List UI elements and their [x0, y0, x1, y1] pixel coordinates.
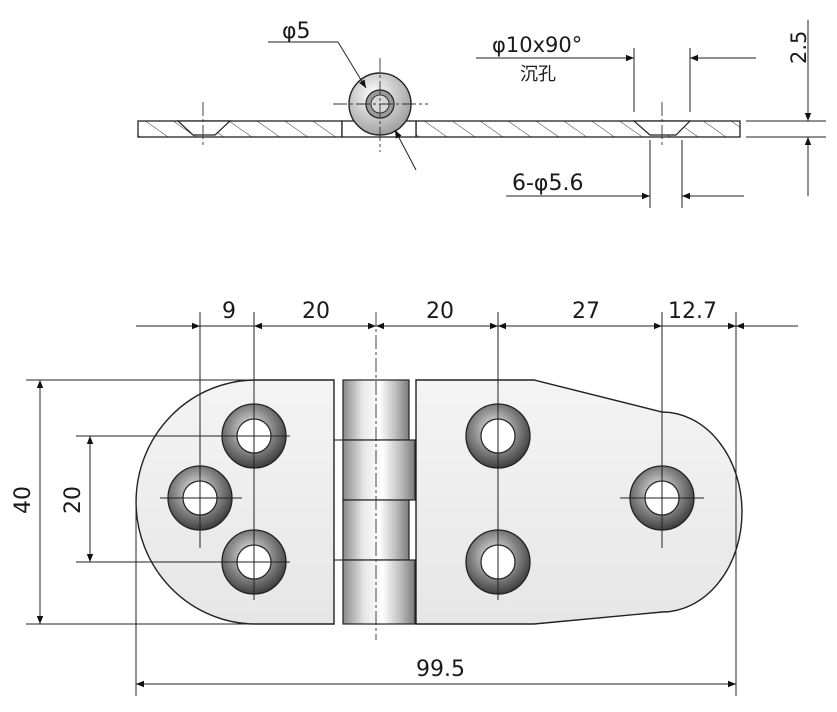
top-view: 9 20 20 27 12.7 40 20 99.5: [11, 299, 798, 696]
pin-leader-diagonal: [337, 41, 367, 89]
pin-leader-diagonal-2: [394, 129, 417, 171]
spacing-20-label: 20: [61, 486, 86, 514]
knuckle-upper-mid: [342, 439, 416, 501]
knuckle-bottom: [342, 559, 416, 625]
pin-diameter-label: φ5: [282, 19, 311, 44]
overall-length-label: 99.5: [416, 657, 465, 682]
dim-27-label: 27: [572, 299, 600, 324]
countersink-note: 沉孔: [520, 64, 556, 85]
holes-label: 6-φ5.6: [512, 171, 583, 196]
side-countersink-left: [176, 120, 232, 136]
dim-12-7-label: 12.7: [668, 299, 717, 324]
side-view: φ5 φ10x90° 沉孔 6-φ5.6 2.5: [137, 19, 826, 208]
dim-20-left-label: 20: [302, 299, 330, 324]
thickness-label: 2.5: [787, 31, 811, 64]
height-40-label: 40: [11, 486, 36, 514]
side-plate-right: [415, 120, 741, 138]
side-plate-left: [137, 120, 343, 138]
countersink-label: φ10x90°: [492, 33, 582, 57]
dim-20-right-label: 20: [426, 299, 454, 324]
dim-9-label: 9: [222, 299, 236, 324]
